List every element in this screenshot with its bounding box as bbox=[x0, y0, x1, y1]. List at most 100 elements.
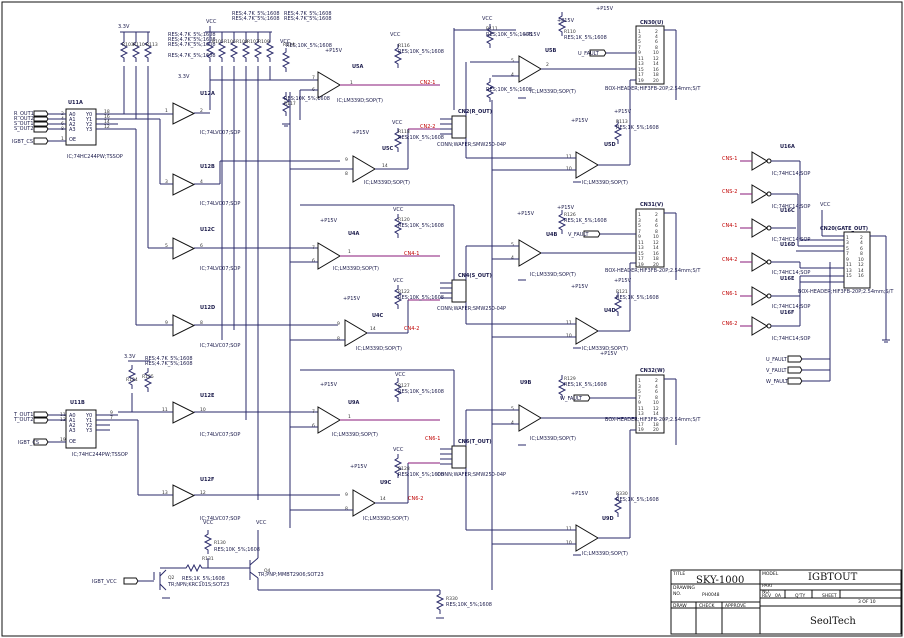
hc14-bank: U16A IC;74HC14;SOP CNS-1 IC;74HC14;SOP C… bbox=[722, 144, 810, 342]
svg-text:RES;4.7K_5%;1608: RES;4.7K_5%;1608 bbox=[232, 11, 280, 17]
svg-text:R129: R129 bbox=[564, 376, 576, 382]
svg-text:RES;4.7K_5%;1608: RES;4.7K_5%;1608 bbox=[284, 16, 332, 22]
fault-output-ports: U_FAULT V_FAULT W_FAULT bbox=[766, 262, 831, 385]
v33-label-top: 3.3V bbox=[118, 24, 130, 30]
svg-text:REV: REV bbox=[762, 593, 772, 599]
svg-text:5: 5 bbox=[511, 406, 514, 412]
svg-text:Y3: Y3 bbox=[85, 127, 92, 133]
svg-text:V_FAULT: V_FAULT bbox=[568, 232, 590, 238]
svg-text:R125: R125 bbox=[142, 374, 154, 380]
svg-text:+P15V: +P15V bbox=[557, 18, 575, 24]
port-u-fault: U_FAULT bbox=[766, 357, 788, 363]
svg-text:6: 6 bbox=[655, 389, 658, 395]
svg-text:IC;LM339D;SOP(T): IC;LM339D;SOP(T) bbox=[530, 89, 576, 95]
svg-text:U16A: U16A bbox=[780, 144, 795, 150]
svg-text:7: 7 bbox=[312, 245, 315, 251]
svg-text:8: 8 bbox=[860, 251, 863, 257]
resistor-bank-top: R103 R110 R113 R105 R106 R108 R107 R109 … bbox=[119, 26, 295, 500]
svg-text:16: 16 bbox=[858, 273, 864, 279]
svg-text:19: 19 bbox=[638, 78, 644, 84]
svg-text:U4B: U4B bbox=[546, 232, 558, 238]
svg-text:11: 11 bbox=[566, 154, 572, 160]
svg-text:R330: R330 bbox=[616, 491, 628, 497]
title-text: SKY-1000 bbox=[696, 575, 744, 586]
svg-text:4: 4 bbox=[511, 72, 514, 78]
svg-text:RES;10K_5%;1608: RES;10K_5%;1608 bbox=[398, 472, 444, 478]
svg-text:RES;10K_5%;1608: RES;10K_5%;1608 bbox=[398, 389, 444, 395]
svg-text:Y2: Y2 bbox=[85, 122, 92, 128]
port-s-out1: S_OUT1 bbox=[14, 121, 34, 127]
svg-text:R108: R108 bbox=[236, 39, 248, 45]
header-cn32: CN32(W) BOX-HEADER;HIF3FB-20P;2.54mm;S/T… bbox=[560, 368, 701, 445]
svg-text:7: 7 bbox=[110, 415, 113, 421]
svg-text:VCC: VCC bbox=[393, 278, 404, 284]
comparator-u9a: U9A IC;LM339D;SOP(T) 7 6 1 +P15V CN6-1 bbox=[312, 382, 440, 442]
svg-text:IC;74LVC07;SOP: IC;74LVC07;SOP bbox=[200, 130, 240, 136]
svg-text:1: 1 bbox=[846, 235, 849, 241]
svg-text:3: 3 bbox=[165, 179, 168, 185]
svg-text:CN6-1: CN6-1 bbox=[722, 291, 737, 297]
svg-text:6: 6 bbox=[200, 243, 203, 249]
svg-text:3: 3 bbox=[638, 384, 641, 390]
svg-text:R114: R114 bbox=[283, 42, 295, 48]
svg-text:8: 8 bbox=[337, 336, 340, 342]
svg-text:BOX-HEADER;HIF3FB-20P;2.54mm;S: BOX-HEADER;HIF3FB-20P;2.54mm;S/T bbox=[605, 86, 701, 92]
bus-wires bbox=[289, 28, 636, 590]
svg-text:16: 16 bbox=[104, 114, 110, 120]
u11b-buffer: U11B IC;74HC244PW;TSSOP A0 A1 A2 A3 Y0 Y… bbox=[48, 400, 128, 458]
svg-text:IC;74HC14;SOP: IC;74HC14;SOP bbox=[772, 304, 810, 310]
svg-text:U_FAULT: U_FAULT bbox=[578, 51, 600, 57]
svg-text:4: 4 bbox=[511, 420, 514, 426]
svg-text:5: 5 bbox=[846, 246, 849, 252]
svg-text:R103: R103 bbox=[122, 42, 134, 48]
svg-text:17: 17 bbox=[638, 72, 644, 78]
svg-text:CN2-1: CN2-1 bbox=[420, 80, 435, 86]
svg-text:RES;10K_5%;1608: RES;10K_5%;1608 bbox=[446, 602, 492, 608]
svg-text:10: 10 bbox=[566, 333, 572, 339]
port-t-out2: T_OUT2 bbox=[13, 417, 33, 423]
svg-text:CN32(W): CN32(W) bbox=[640, 368, 665, 374]
svg-text:14: 14 bbox=[653, 61, 659, 67]
svg-text:7: 7 bbox=[312, 75, 315, 81]
comparator-u5b: IC;LM339D;SOP(T) 5 4 2 +P15V U5B bbox=[511, 32, 612, 95]
svg-text:CN4-2: CN4-2 bbox=[722, 257, 737, 263]
svg-text:5: 5 bbox=[511, 242, 514, 248]
svg-text:7: 7 bbox=[638, 395, 641, 401]
svg-text:IC;LM339D;SOP(T): IC;LM339D;SOP(T) bbox=[582, 180, 628, 186]
svg-text:RES;10K_5%;1608: RES;10K_5%;1608 bbox=[284, 96, 330, 102]
svg-text:VCC: VCC bbox=[395, 372, 406, 378]
svg-text:IC;LM339D;SOP(T): IC;LM339D;SOP(T) bbox=[582, 346, 628, 352]
svg-text:RES;10K_5%;1608: RES;10K_5%;1608 bbox=[398, 49, 444, 55]
svg-text:R113: R113 bbox=[146, 42, 158, 48]
left-resistors-bottom: R124 R125 bbox=[126, 360, 154, 412]
svg-text:12: 12 bbox=[200, 490, 206, 496]
svg-text:Y0: Y0 bbox=[85, 112, 92, 118]
svg-text:IC;74HC14;SOP: IC;74HC14;SOP bbox=[772, 270, 810, 276]
svg-text:12: 12 bbox=[104, 124, 110, 130]
svg-text:11: 11 bbox=[638, 240, 644, 246]
svg-text:IC;74HC14;SOP: IC;74HC14;SOP bbox=[772, 171, 810, 177]
svg-text:6: 6 bbox=[860, 246, 863, 252]
svg-text:Y3: Y3 bbox=[85, 428, 92, 434]
svg-text:U9B: U9B bbox=[520, 380, 532, 386]
svg-text:19: 19 bbox=[638, 427, 644, 433]
svg-text:CHECK: CHECK bbox=[699, 603, 716, 609]
svg-text:1: 1 bbox=[165, 108, 168, 114]
ground-symbols bbox=[282, 97, 581, 556]
svg-text:5: 5 bbox=[638, 223, 641, 229]
svg-text:IC;74HC14;SOP: IC;74HC14;SOP bbox=[772, 336, 810, 342]
svg-text:1: 1 bbox=[638, 212, 641, 218]
svg-text:A1: A1 bbox=[69, 117, 76, 123]
svg-text:9: 9 bbox=[337, 321, 340, 327]
svg-text:4: 4 bbox=[655, 384, 658, 390]
svg-text:+P15V: +P15V bbox=[600, 351, 618, 357]
svg-text:CONN;WAFER;SMW250-04P: CONN;WAFER;SMW250-04P bbox=[437, 142, 506, 148]
svg-text:7: 7 bbox=[638, 229, 641, 235]
svg-text:IC;LM339D;SOP(T): IC;LM339D;SOP(T) bbox=[333, 266, 379, 272]
svg-text:U4C: U4C bbox=[372, 313, 384, 319]
svg-text:14: 14 bbox=[653, 245, 659, 251]
svg-text:9: 9 bbox=[638, 234, 641, 240]
svg-text:RES;4.7K_5%;1608: RES;4.7K_5%;1608 bbox=[168, 42, 216, 48]
comparator-u5a: U5A IC;LM339D;SOP(T) 7 6 1 +P15V CN2-1 bbox=[299, 48, 440, 120]
svg-text:15: 15 bbox=[638, 67, 644, 73]
